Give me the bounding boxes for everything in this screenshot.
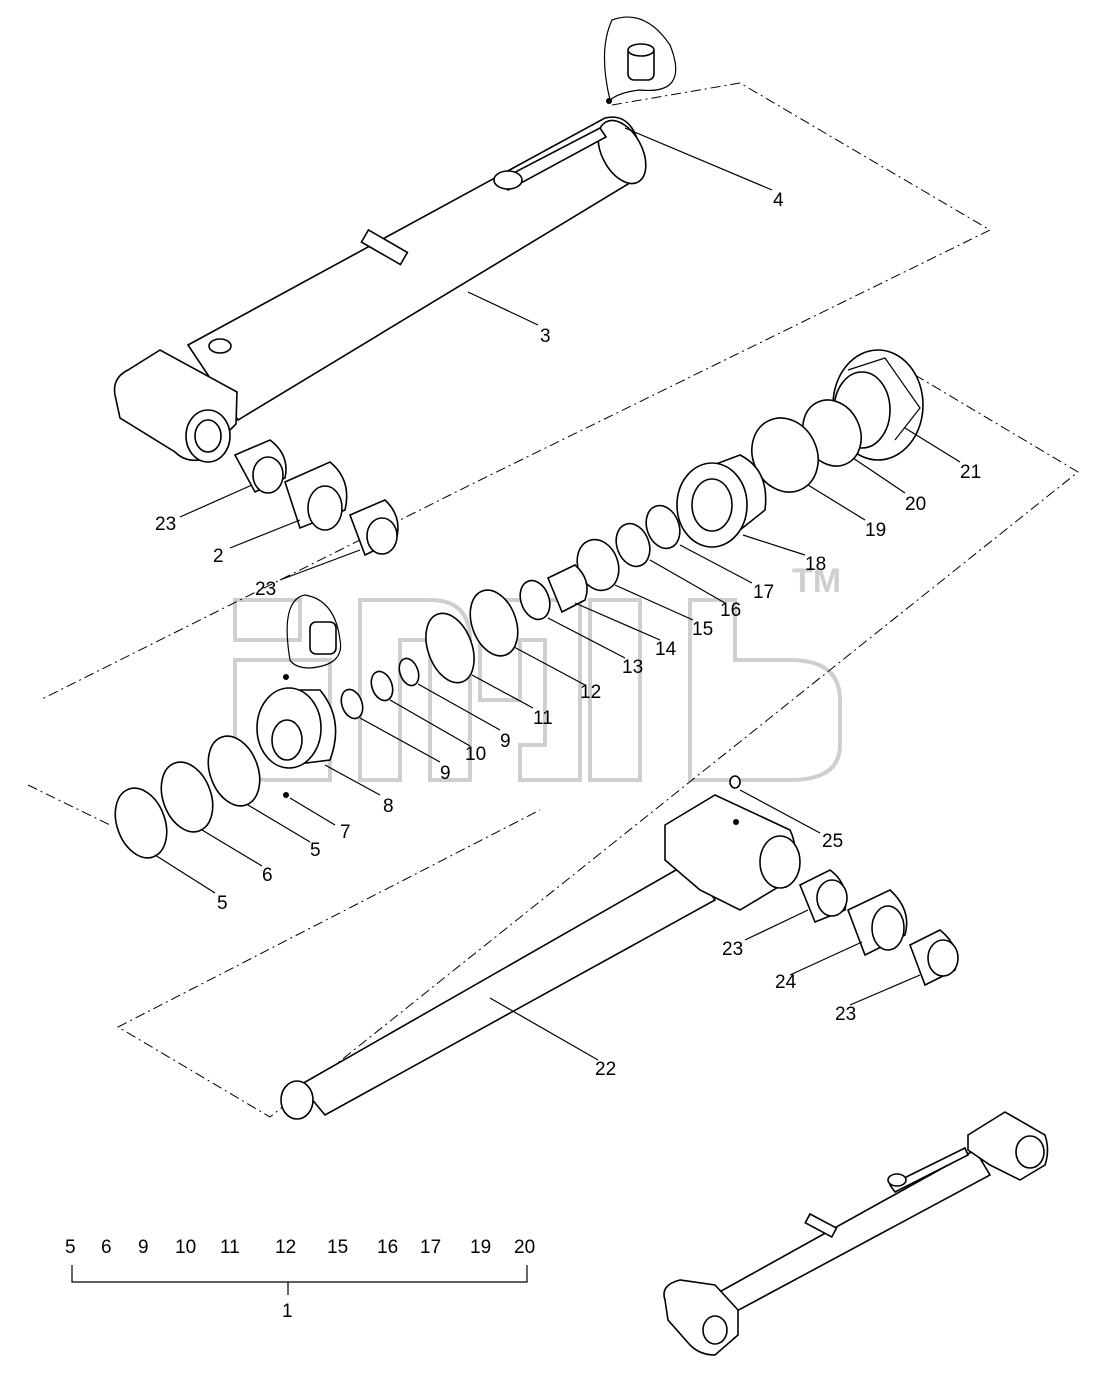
callout-10: 10 — [465, 744, 486, 765]
ring-9-lower — [340, 688, 364, 720]
callout-25: 25 — [822, 831, 843, 852]
callout-4: 4 — [773, 190, 784, 211]
ring-9-upper — [398, 657, 420, 687]
callout-22: 22 — [595, 1059, 616, 1080]
kit-item-10: 10 — [175, 1237, 196, 1258]
piston-rod — [280, 775, 801, 1120]
bushing-14 — [546, 564, 588, 614]
o-ring-12 — [469, 589, 519, 657]
kit-total-1: 1 — [282, 1301, 293, 1322]
callout-13: 13 — [622, 657, 643, 678]
kit-item-12: 12 — [275, 1237, 296, 1258]
callout-23-top-a: 23 — [155, 514, 176, 535]
callout-3: 3 — [540, 326, 551, 347]
callout-15: 15 — [692, 619, 713, 640]
o-ring-11 — [425, 612, 475, 684]
leader-lines — [154, 127, 961, 1061]
wear-ring-5-upper — [207, 735, 261, 807]
kit-item-6: 6 — [101, 1237, 112, 1258]
callout-23-bottom-b: 23 — [835, 1004, 856, 1025]
cylinder-head — [676, 454, 767, 548]
seal-kit-bracket: 5 6 9 10 11 12 15 16 17 19 20 1 — [65, 1237, 535, 1322]
kit-item-15: 15 — [327, 1237, 348, 1258]
kit-item-11: 11 — [220, 1237, 240, 1258]
kit-item-16: 16 — [377, 1237, 398, 1258]
callout-21: 21 — [960, 462, 981, 483]
callout-11: 11 — [533, 708, 553, 729]
ring-13 — [519, 579, 551, 621]
callout-5-upper: 5 — [310, 840, 321, 861]
assembly-guide-lines — [27, 82, 1079, 1118]
callout-2: 2 — [213, 546, 224, 567]
bushing-set-top — [233, 439, 399, 557]
callout-9-upper: 9 — [500, 731, 511, 752]
callout-9-lower: 9 — [440, 763, 451, 784]
kit-item-19: 19 — [470, 1237, 491, 1258]
callout-19: 19 — [865, 520, 886, 541]
callout-labels: 4 3 21 20 19 18 17 16 15 14 13 12 11 10 … — [155, 190, 981, 1080]
seal-ring-16 — [615, 522, 651, 568]
callout-20: 20 — [905, 494, 926, 515]
wear-ring-5-lower — [114, 787, 168, 859]
callout-8: 8 — [383, 796, 394, 817]
kit-item-5: 5 — [65, 1237, 76, 1258]
callout-6: 6 — [262, 865, 273, 886]
bushing-set-bottom — [798, 869, 959, 987]
kit-item-9: 9 — [138, 1237, 149, 1258]
assembled-cylinder-view — [663, 1111, 1049, 1356]
seal-ring-17 — [645, 504, 681, 550]
kit-item-17: 17 — [420, 1237, 441, 1258]
watermark-logo: TM — [233, 562, 842, 782]
ring-10 — [370, 670, 394, 702]
callout-14: 14 — [655, 639, 677, 660]
callout-24: 24 — [775, 972, 797, 993]
callout-23-top-b: 23 — [255, 579, 276, 600]
callout-16: 16 — [720, 600, 741, 621]
piston — [256, 594, 342, 798]
callout-7: 7 — [340, 822, 351, 843]
kit-item-20: 20 — [514, 1237, 535, 1258]
watermark-trademark: TM — [792, 562, 841, 600]
callout-18: 18 — [805, 554, 826, 575]
callout-17: 17 — [753, 582, 774, 603]
callout-12: 12 — [580, 682, 601, 703]
callout-23-bottom-a: 23 — [722, 939, 743, 960]
seal-ring-6 — [160, 761, 214, 833]
callout-5-lower: 5 — [217, 893, 228, 914]
cylinder-barrel — [113, 16, 677, 463]
